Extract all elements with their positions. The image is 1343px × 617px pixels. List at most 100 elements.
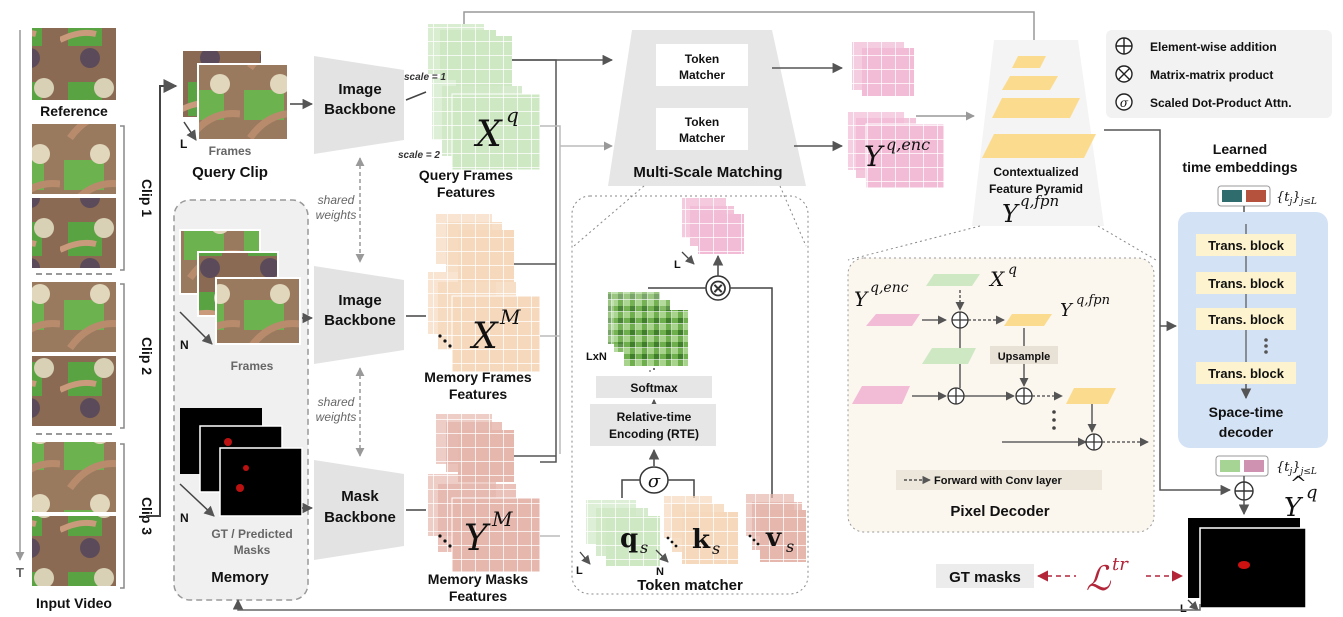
pd-yfpn-superscript: q,fpn	[1076, 293, 1110, 308]
softmax-label: Softmax	[630, 381, 678, 395]
output-l-label: L	[1180, 603, 1187, 615]
memory-frames-n-label: N	[180, 338, 189, 352]
decoder-title-line1: Space-time	[1209, 404, 1284, 420]
space-time-decoder: Learned time embeddings {tj}j≤L Trans. b…	[1178, 141, 1328, 516]
yhat-symbol: Y	[1284, 493, 1304, 523]
ym-superscript: M	[491, 507, 513, 531]
q-subscript: s	[640, 538, 648, 557]
query-clip-title: Query Clip	[192, 164, 268, 181]
pixel-decoder: Y q,enc X q Y q,fpn Upsample	[847, 257, 1155, 533]
multi-scale-matching-title: Multi-Scale Matching	[633, 164, 782, 181]
softmax-box	[596, 376, 712, 398]
legend-sigma: σ	[1120, 96, 1129, 110]
pd-yenc-symbol: Y	[854, 287, 869, 311]
image-backbone-2-line2: Backbone	[324, 312, 396, 329]
clip1-frame-2	[32, 198, 116, 268]
memory-masks-features-line2: Features	[449, 588, 508, 604]
backbones: Image Backbone Image Backbone Mask Backb…	[290, 56, 404, 560]
memory-frames-label: Frames	[231, 359, 274, 373]
query-features: X q scale = 1 scale = 2 Query Frames Fea…	[398, 24, 541, 200]
trans-block-1-label: Trans. block	[1208, 238, 1285, 253]
yhat-superscript: q	[1306, 482, 1318, 503]
shared-weights-2-line1: shared	[318, 395, 355, 409]
output-l-label: L	[674, 259, 681, 271]
scale1-label: scale = 1	[404, 72, 446, 83]
scale2-label: scale = 2	[398, 150, 440, 161]
trans-block-3-label: Trans. block	[1208, 312, 1285, 327]
clip3-frame-1	[32, 442, 116, 512]
memory-masks-features: Y M Memory Masks Features	[406, 414, 541, 604]
memory-panel: Frames N GT / Predicted Masks N Memory	[173, 199, 309, 601]
clip2-frame-1	[32, 282, 116, 352]
pd-yenc-superscript: q,enc	[870, 280, 909, 296]
token-matcher-title: Token matcher	[637, 577, 743, 594]
gt-masks-label: GT masks	[949, 569, 1021, 586]
query-l-label: L	[180, 137, 187, 151]
attention-symbol: σ	[648, 471, 661, 492]
operator-legend: Element-wise addition Matrix-matrix prod…	[1106, 30, 1332, 118]
rte-line1: Relative-time	[617, 410, 692, 424]
loss-superscript: tr	[1112, 554, 1129, 575]
xm-superscript: M	[499, 305, 521, 329]
clip3-frame-2	[32, 516, 116, 586]
token-matcher-box-2	[656, 108, 748, 150]
yenc-superscript: q,enc	[886, 135, 930, 154]
ym-symbol: Y	[464, 518, 491, 559]
q-l-label: L	[576, 565, 583, 577]
attention-icon	[1115, 93, 1133, 111]
gt-masks-box	[936, 564, 1034, 588]
memory-frames-features-line1: Memory Frames	[424, 369, 532, 385]
clip1-frame-1	[32, 124, 116, 194]
pd-xq-superscript: q	[1008, 262, 1017, 278]
xm-symbol: X	[469, 316, 499, 357]
loss-symbol: ℒ	[1086, 559, 1112, 599]
rte-box	[590, 404, 716, 446]
shared-weights-1-line1: shared	[318, 193, 355, 207]
rte-line2: Encoding (RTE)	[609, 427, 699, 441]
memory-frames-features: X M Memory Frames Features	[406, 214, 541, 402]
v-symbol: v	[765, 523, 782, 553]
legend-attention: Scaled Dot-Product Attn.	[1150, 96, 1292, 110]
output: Y ^ q L GT masks ℒ tr	[232, 471, 1318, 615]
matrix-product-symbol: ⊗	[708, 274, 728, 302]
yhat-hat: ^	[1290, 471, 1307, 495]
multi-scale-matching: Token Matcher Token Matcher Multi-Scale …	[573, 30, 975, 247]
yenc-symbol: Y	[864, 140, 885, 173]
pixel-decoder-title: Pixel Decoder	[950, 503, 1049, 520]
reference-label: Reference	[40, 103, 108, 119]
trans-block-2-label: Trans. block	[1208, 276, 1285, 291]
reference-frame	[32, 28, 116, 100]
query-frames-label: Frames	[209, 144, 252, 158]
token-matcher-detail: L ⊗ LxN Softmax Relative-time Encoding (…	[571, 195, 809, 595]
time-axis-label: T	[16, 565, 24, 580]
embed-line1: Learned	[1213, 141, 1267, 157]
query-features-line2: Features	[437, 184, 496, 200]
xq-superscript: q	[506, 103, 519, 127]
memory-title: Memory	[211, 569, 269, 586]
trans-block-3	[1196, 308, 1296, 330]
trans-block-4-label: Trans. block	[1208, 366, 1285, 381]
decoder-title-line2: decoder	[1219, 424, 1274, 440]
pd-yfpn-symbol: Y	[1060, 300, 1074, 321]
t-top-text: {tj}j≤L	[1276, 190, 1317, 207]
pyramid-y-superscript: q,fpn	[1020, 192, 1059, 210]
feature-pyramid: Contextualized Feature Pyramid Y q,fpn	[847, 40, 1232, 496]
mask-backbone-line1: Mask	[341, 488, 379, 505]
v-subscript: s	[786, 537, 794, 556]
pd-xq-symbol: X	[988, 267, 1005, 291]
input-video-label: Input Video	[36, 595, 112, 611]
k-n-label: N	[656, 566, 664, 578]
input-video-column: Reference Input Video T Clip 1 Clip 2 Cl…	[15, 28, 178, 611]
token-matcher-box-1	[656, 44, 748, 86]
memory-masks-label-1: GT / Predicted	[211, 527, 292, 541]
shared-weights-1-line2: weights	[316, 208, 357, 222]
image-backbone-1-line1: Image	[338, 81, 381, 98]
feature-connectors	[463, 11, 1039, 537]
token-matcher-2-line2: Matcher	[679, 131, 725, 145]
memory-frames-features-line2: Features	[449, 386, 508, 402]
query-features-line1: Query Frames	[419, 167, 513, 183]
token-matcher-1-line2: Matcher	[679, 68, 725, 82]
upsample-label: Upsample	[998, 351, 1051, 363]
clip2-label: Clip 2	[139, 337, 155, 375]
shared-weights-2-line2: weights	[316, 410, 357, 424]
